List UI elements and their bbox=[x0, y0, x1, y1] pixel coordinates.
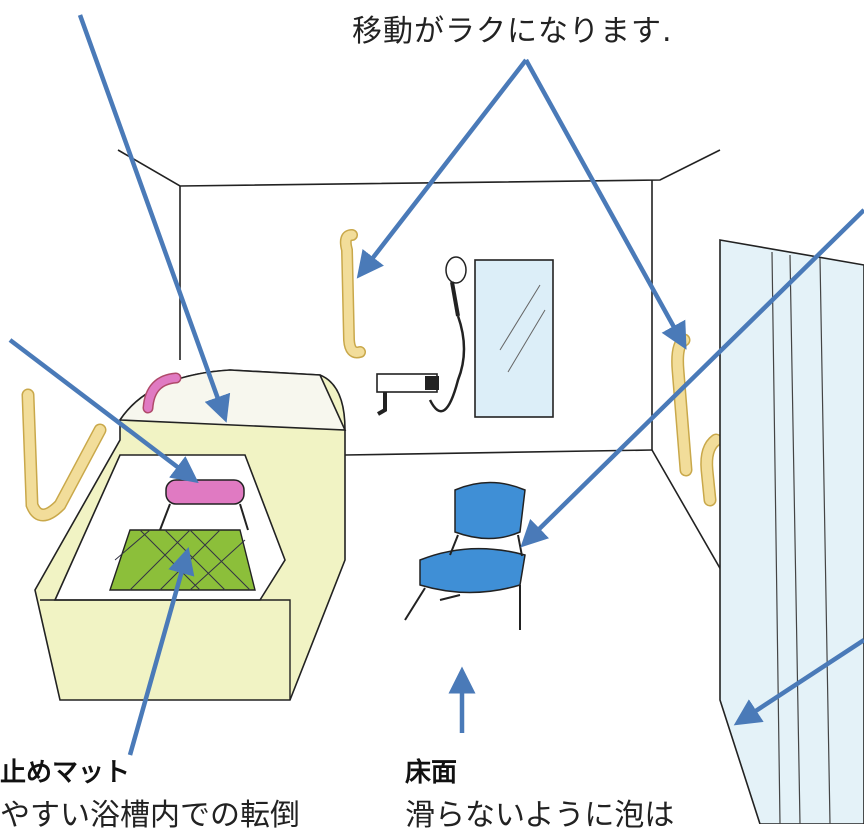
handrail-caption: 移動がラクになります. bbox=[352, 14, 673, 49]
faucet-icon bbox=[376, 373, 439, 416]
floor-title: 床面 bbox=[405, 758, 458, 788]
folding-door bbox=[719, 239, 864, 824]
bath-seat bbox=[165, 479, 245, 505]
arrow-to-bath-seat bbox=[8, 338, 199, 484]
floor-description: 滑らないように泡は bbox=[405, 798, 675, 833]
arrow-to-door bbox=[733, 638, 864, 726]
arrow-to-right-rail bbox=[524, 58, 687, 350]
mat-description: やすい浴槽内での転倒 bbox=[0, 798, 300, 833]
bath-chair-icon bbox=[404, 481, 526, 630]
arrow-to-mat bbox=[127, 547, 195, 756]
arrow-to-tub-lid bbox=[77, 14, 231, 423]
arrow-to-chair bbox=[520, 208, 864, 548]
shower-head-icon bbox=[428, 256, 467, 413]
annotation-arrows bbox=[8, 14, 864, 756]
anti-slip-mat bbox=[109, 529, 256, 591]
mirror bbox=[474, 259, 554, 418]
arrow-to-wall-rail bbox=[356, 58, 528, 279]
mat-title: 止めマット bbox=[0, 758, 131, 788]
